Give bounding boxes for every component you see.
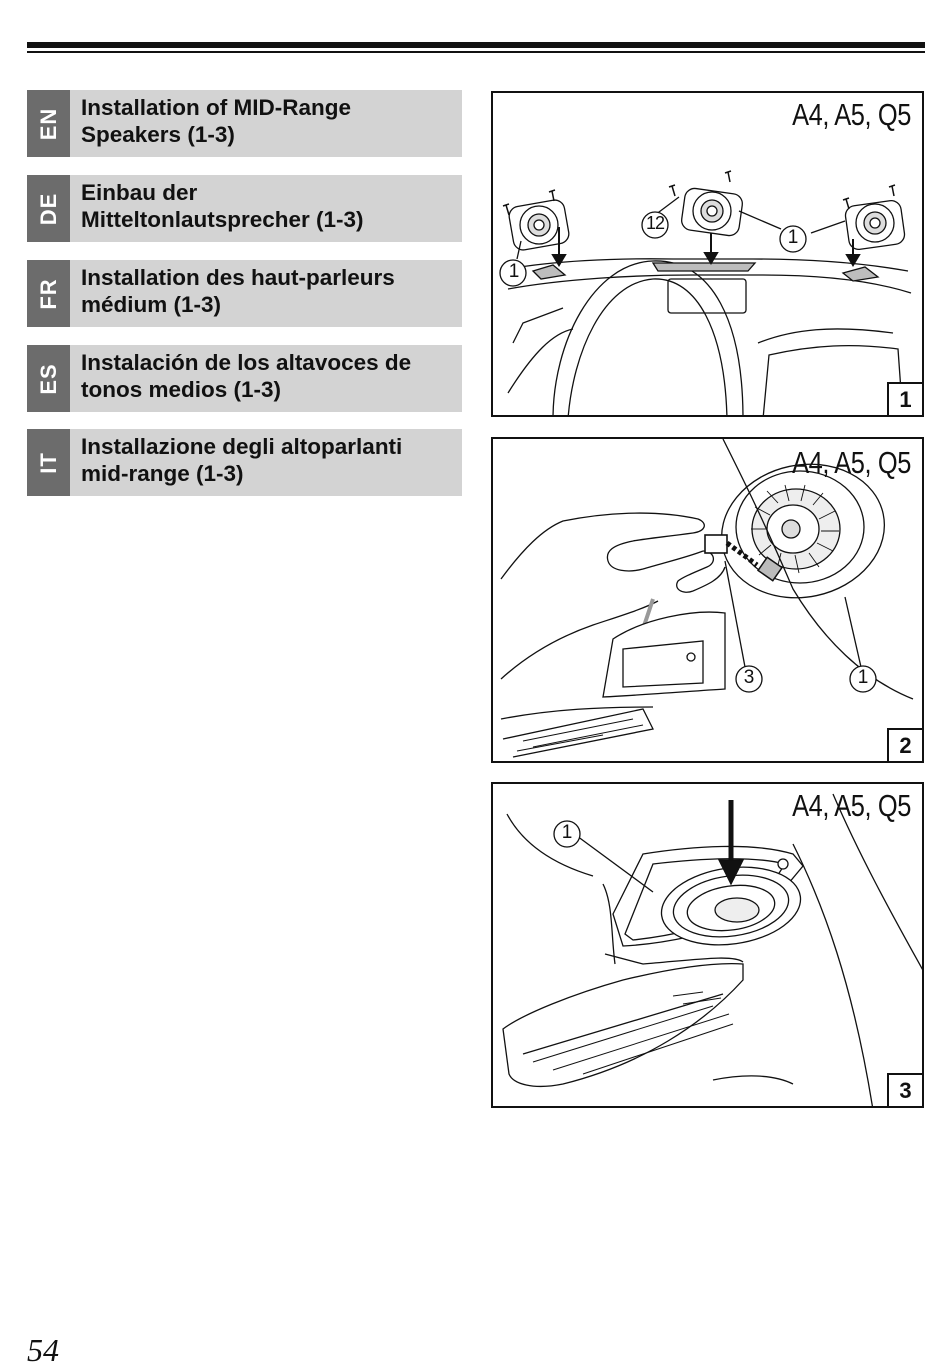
section-title-line-2: tonos medios (1-3) [81, 377, 282, 402]
figure-1: 1 12 1 A4, A5, Q5 1 [491, 91, 924, 417]
top-rule-thick [27, 42, 925, 48]
callout-1: 1 [787, 227, 799, 248]
top-rule-thin [27, 51, 925, 53]
section-title-line-1: Einbau der [81, 180, 198, 205]
section-title-line-1: Installation des haut-parleurs [81, 265, 395, 290]
figure-model-label: A4, A5, Q5 [792, 97, 911, 132]
figure-3: 1 A4, A5, Q5 3 [491, 782, 924, 1108]
vent-slats [516, 718, 644, 752]
speaker-right [844, 199, 906, 251]
section-title-line-2: mid-range (1-3) [81, 461, 244, 486]
dashboard-speakers-illustration [499, 170, 912, 415]
section-title-line-1: Instalación de los altavoces de [81, 350, 412, 375]
lang-code: ES [35, 362, 61, 395]
speaker-ribs [751, 484, 839, 574]
section-title: Einbau der Mitteltonlautsprecher (1-3) [70, 175, 451, 242]
section-title: Installazione degli altoparlanti mid-ran… [70, 429, 451, 496]
speaker-mounted-illustration [502, 793, 922, 1106]
lang-tab-es: ES [27, 345, 70, 412]
speaker-connector-illustration [500, 439, 914, 758]
callout-1: 1 [561, 822, 573, 843]
speaker-left [508, 199, 570, 251]
section-es: ES Instalación de los altavoces de tonos… [27, 345, 462, 412]
callout-12: 12 [645, 213, 665, 233]
lang-code: IT [35, 451, 61, 474]
page-number: 54 [27, 1332, 59, 1368]
lang-code: FR [35, 277, 61, 310]
section-fr: FR Installation des haut-parleurs médium… [27, 260, 462, 327]
callout-3: 3 [743, 667, 755, 688]
figure-2: 3 1 A4, A5, Q5 2 [491, 437, 924, 763]
lang-tab-fr: FR [27, 260, 70, 327]
lang-tab-en: EN [27, 90, 70, 157]
section-title-line-1: Installation of MID-Range [81, 95, 351, 120]
section-title: Installation of MID-Range Speakers (1-3) [70, 90, 451, 157]
section-title: Instalación de los altavoces de tonos me… [70, 345, 451, 412]
speaker-center [681, 187, 743, 237]
lang-code: DE [35, 192, 61, 225]
callout-1: 1 [857, 667, 869, 688]
figure-model-label: A4, A5, Q5 [792, 445, 911, 480]
figure-number: 2 [887, 728, 922, 761]
screws [502, 170, 896, 216]
section-en: EN Installation of MID-Range Speakers (1… [27, 90, 462, 157]
section-it: IT Installazione degli altoparlanti mid-… [27, 429, 462, 496]
lang-code: EN [35, 107, 61, 140]
section-title-line-2: Mitteltonlautsprecher (1-3) [81, 207, 364, 232]
insert-arrows [551, 227, 861, 267]
section-title-line-1: Installazione degli altoparlanti [81, 434, 403, 459]
lang-tab-de: DE [27, 175, 70, 242]
vent-slats [532, 991, 734, 1075]
section-title: Installation des haut-parleurs médium (1… [70, 260, 451, 327]
callout-1: 1 [508, 261, 520, 282]
section-title-line-2: médium (1-3) [81, 292, 222, 317]
figure-number: 1 [887, 382, 922, 415]
section-title-line-2: Speakers (1-3) [81, 122, 235, 147]
section-de: DE Einbau der Mitteltonlautsprecher (1-3… [27, 175, 462, 242]
figure-number: 3 [887, 1073, 922, 1106]
lang-tab-it: IT [27, 429, 70, 496]
figure-model-label: A4, A5, Q5 [792, 788, 911, 823]
